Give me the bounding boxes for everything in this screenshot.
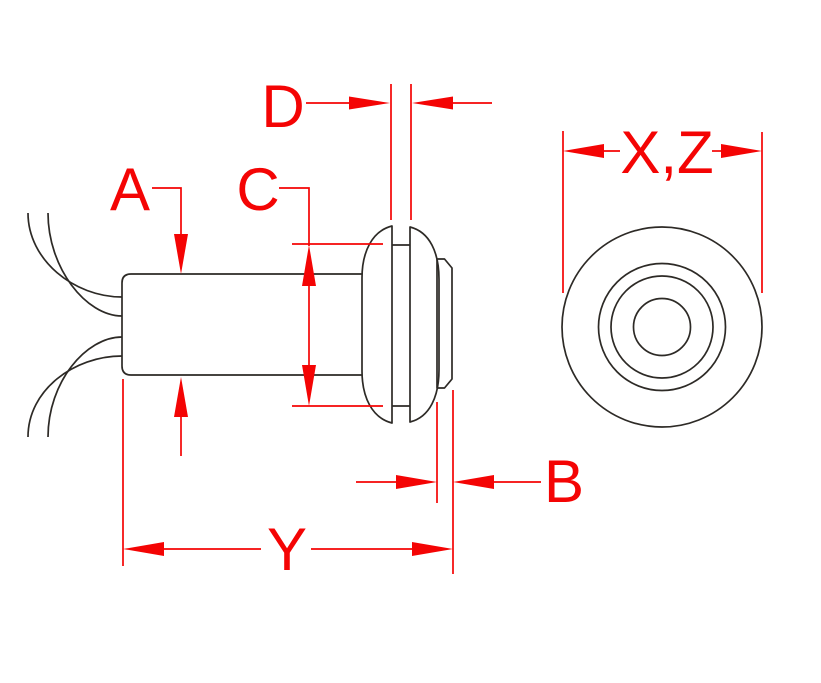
dim-c-leader (279, 187, 310, 246)
dimension-a: A (110, 156, 188, 456)
wire-lower-inner (47, 336, 123, 438)
dim-xz-arrow-left (563, 144, 604, 158)
dim-a-arrow-up (174, 377, 188, 417)
dim-xz-label: X,Z (620, 119, 713, 186)
dim-a-label: A (110, 156, 150, 223)
wire-upper-outer (27, 212, 123, 298)
front-view (561, 226, 763, 428)
front-view-third-circle (610, 275, 714, 379)
front-flange-disc (409, 226, 440, 423)
dim-d-arrow-right (349, 96, 390, 110)
dim-b-label: B (544, 448, 584, 515)
dimension-d: D (261, 73, 492, 220)
dimension-y: Y (122, 379, 453, 583)
dim-y-label: Y (267, 516, 307, 583)
side-view (27, 212, 453, 438)
front-view-inner-circle (632, 297, 692, 357)
front-view-outer-circle (561, 226, 763, 428)
rear-flange-disc (361, 225, 393, 424)
dim-c-label: C (236, 156, 279, 223)
dimension-b: B (356, 390, 584, 574)
wire-upper-inner (47, 212, 123, 317)
dim-b-arrow-left (453, 475, 494, 489)
dim-y-arrow-left (123, 542, 164, 556)
dim-y-arrow-right (412, 542, 453, 556)
dim-b-arrow-right (396, 475, 437, 489)
dim-xz-arrow-right (721, 144, 762, 158)
front-view-second-circle (597, 262, 727, 392)
dim-a-arrow-down (174, 234, 188, 274)
dim-d-label: D (261, 73, 304, 140)
body-outline (121, 273, 362, 376)
dim-a-leader (152, 187, 182, 235)
dim-c-arrow-down (302, 365, 316, 406)
front-button-tip (436, 258, 453, 389)
dimension-xz: X,Z (562, 119, 763, 293)
dim-d-arrow-left (412, 96, 453, 110)
dim-c-arrow-up (302, 245, 316, 286)
dimension-c: C (236, 156, 383, 407)
wire-lower-outer (27, 355, 123, 438)
